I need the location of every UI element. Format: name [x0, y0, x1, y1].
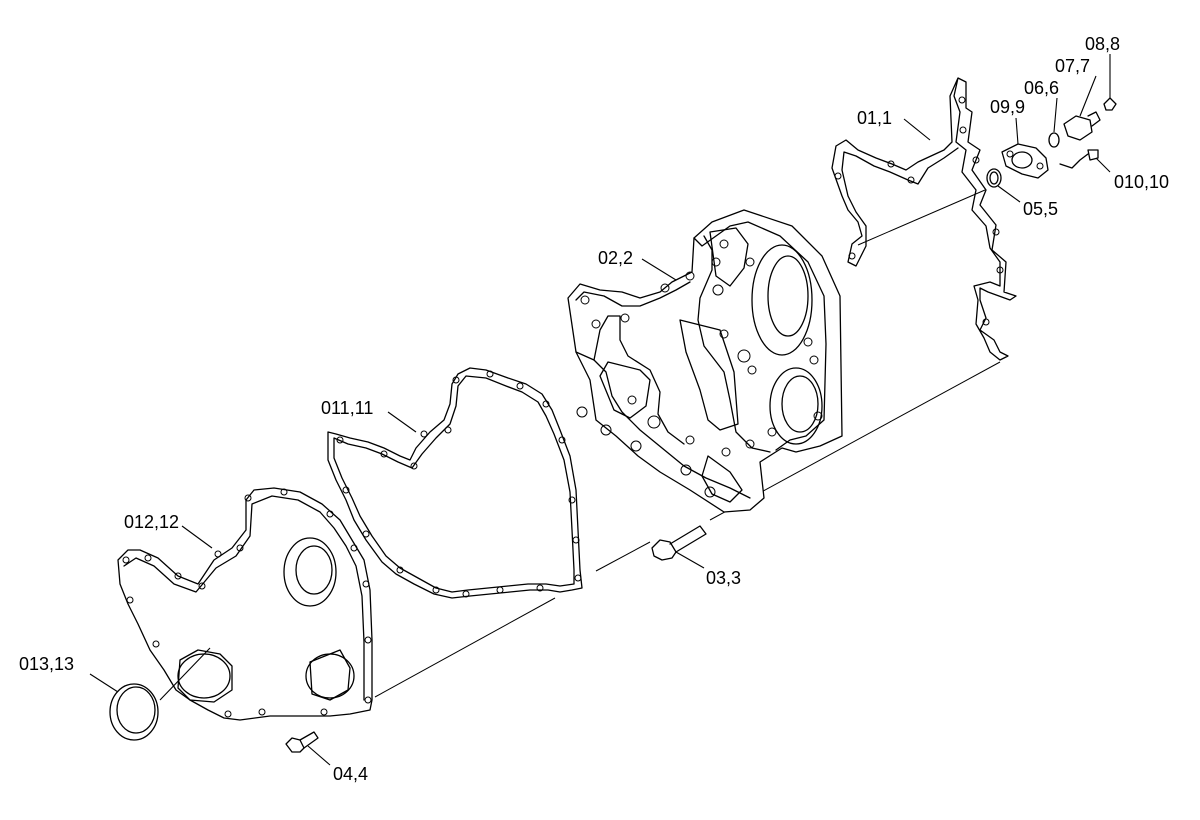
long-bolt: [651, 525, 707, 561]
sensor-flange: [1001, 143, 1049, 179]
front-gear-housing: [567, 209, 843, 513]
sensor-body: [1063, 111, 1101, 141]
callout-03: 03,3: [706, 568, 741, 588]
short-bolt: [285, 731, 319, 753]
callout-013: 013,13: [19, 654, 74, 674]
callout-07: 07,7: [1055, 56, 1090, 76]
leader-lines: [89, 54, 1111, 766]
middle-gasket: [327, 367, 583, 599]
retaining-clip: [1103, 97, 1117, 111]
callout-01: 01,1: [857, 108, 892, 128]
callout-010: 010,10: [1114, 172, 1169, 192]
callout-08: 08,8: [1085, 34, 1120, 54]
front-cover: [117, 487, 373, 721]
callout-012: 012,12: [124, 512, 179, 532]
small-screw: [1059, 149, 1099, 169]
callout-labels: 01,1 02,2 03,3 04,4 05,5 06,6 07,7 08,8 …: [19, 34, 1169, 784]
small-o-ring: [1048, 132, 1060, 148]
callout-04: 04,4: [333, 764, 368, 784]
callout-09: 09,9: [990, 97, 1025, 117]
o-ring: [986, 168, 1002, 188]
callout-011: 011,11: [321, 398, 373, 418]
rear-gasket: [831, 77, 1017, 361]
callout-06: 06,6: [1024, 78, 1059, 98]
callout-05: 05,5: [1023, 199, 1058, 219]
callout-02: 02,2: [598, 248, 633, 268]
seal-ring: [109, 683, 159, 741]
